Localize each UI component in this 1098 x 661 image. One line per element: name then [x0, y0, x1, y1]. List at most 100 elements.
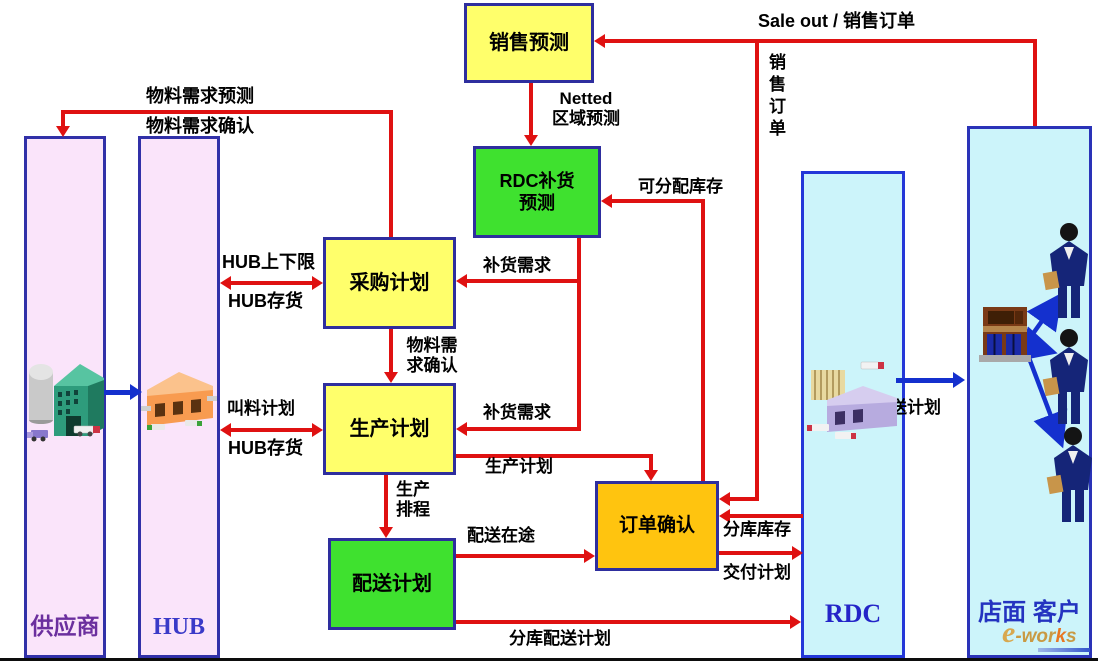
arrow-delivery-plan-head — [792, 546, 803, 560]
netted-line2: 区域预测 — [552, 109, 620, 129]
arrow-warehouse-inventory-head — [719, 509, 730, 523]
arrow-sale-out-line — [603, 39, 1037, 43]
e-works-logo-e: e — [1002, 616, 1016, 649]
e-works-logo-s: s — [1066, 626, 1077, 647]
arrow-hub-production-line — [229, 428, 315, 432]
arrow-sales-order-elbow — [728, 497, 759, 501]
arrow-allocatable-inventory-riser — [701, 199, 705, 481]
e-works-logo-wor: -wor — [1015, 626, 1056, 647]
rdc-forecast-line2: 预测 — [519, 193, 555, 213]
hub-warehouse-icon — [141, 372, 217, 430]
hub-inventory-lower-label: HUB存货 — [228, 438, 303, 458]
customer-person-icon-1 — [1042, 223, 1088, 318]
arrow-replenishment-spine — [577, 238, 581, 431]
arrow-production-schedule-head — [379, 527, 393, 538]
order-confirmation-box: 订单确认 — [595, 481, 719, 571]
storefront-icon — [979, 307, 1031, 362]
netted-line1: Netted — [559, 89, 613, 108]
netted-label: Netted 区域预测 — [540, 89, 632, 129]
material-call-plan-label: 叫料计划 — [227, 399, 295, 418]
arrow-delivery-plan-line — [719, 551, 793, 555]
arrow-netted-line — [529, 83, 533, 138]
rdc-forecast-line1: RDC补货 — [499, 170, 575, 191]
rdc-replenishment-forecast-box: RDC补货 预测 — [473, 146, 601, 238]
delivery-plan-label: 交付计划 — [723, 563, 791, 582]
arrow-replenishment-lower-line — [465, 427, 581, 431]
arrow-hub-procurement-line — [229, 281, 315, 285]
arrow-distribution-transit-head — [584, 549, 595, 563]
store-customer-column-label: 店面 客户 — [978, 599, 1081, 626]
material-confirm-line2: 求确认 — [406, 356, 458, 376]
factory-icon — [27, 364, 104, 442]
arrow-sales-order-vertical — [755, 43, 759, 501]
rdc-warehouse-icon — [807, 361, 897, 439]
arrow-production-order-drop — [649, 454, 653, 471]
arrow-store-customer-3 — [1023, 349, 1068, 449]
arrow-sales-order-head — [719, 492, 730, 506]
arrow-material-forecast-riser — [389, 112, 393, 237]
rdc-column-label: RDC — [824, 599, 882, 628]
replenishment-demand-upper-label: 补货需求 — [483, 256, 551, 275]
distribution-in-transit-label: 配送在途 — [467, 526, 535, 545]
arrow-material-forecast-drop — [61, 112, 65, 128]
hub-upper-lower-limit-label: HUB上下限 — [222, 252, 315, 272]
arrow-material-forecast-head — [56, 126, 70, 137]
branch-distribution-plan-label: 分库配送计划 — [509, 629, 611, 648]
distribution-plan-box: 配送计划 — [328, 538, 456, 630]
arrow-hub-procurement-head-left — [220, 276, 231, 290]
material-demand-confirmation-label: 物料需求确认 — [146, 116, 254, 136]
arrow-hub-production-head-right — [312, 423, 323, 437]
arrow-sale-out-drop — [1033, 39, 1037, 126]
arrow-production-order-head — [644, 470, 658, 481]
material-demand-confirm-label: 物料需 求确认 — [396, 336, 468, 376]
sales-order-vertical-label: 销售订单 — [766, 53, 786, 141]
arrow-allocatable-inventory-line — [610, 199, 705, 203]
arrow-replenishment-upper-head — [456, 274, 467, 288]
arrow-material-forecast-line — [61, 110, 393, 114]
supplier-column-label: 供应商 — [30, 613, 100, 639]
arrow-replenishment-lower-head — [456, 422, 467, 436]
arrow-warehouse-inventory-line — [728, 514, 803, 518]
production-schedule-line1: 生产 — [396, 480, 430, 499]
material-demand-forecast-label: 物料需求预测 — [146, 86, 254, 106]
arrow-production-order-line — [456, 454, 653, 458]
arrow-hub-production-head-left — [220, 423, 231, 437]
arrow-replenishment-upper-line — [465, 279, 581, 283]
allocatable-inventory-label: 可分配库存 — [638, 177, 723, 196]
arrow-procurement-production-head — [384, 372, 398, 383]
order-confirmation-label: 订单确认 — [618, 515, 695, 537]
arrow-rdc-to-store-head — [953, 372, 965, 388]
hub-inventory-upper-label: HUB存货 — [228, 291, 303, 311]
arrow-procurement-production-line — [389, 329, 393, 373]
arrow-hub-procurement-head-right — [312, 276, 323, 290]
procurement-plan-box: 采购计划 — [323, 237, 456, 329]
sales-forecast-label: 销售预测 — [489, 31, 569, 54]
distribution-plan-label: 配送计划 — [352, 572, 432, 595]
material-confirm-line1: 物料需 — [406, 336, 458, 355]
arrow-factory-to-hub-head — [130, 384, 142, 400]
arrow-netted-head — [524, 135, 538, 146]
arrow-branch-distribution-head — [790, 615, 801, 629]
production-schedule-line2: 排程 — [396, 500, 430, 520]
slide-bottom-border — [0, 658, 1098, 661]
customer-person-icon-2 — [1042, 329, 1088, 424]
arrow-distribution-transit-line — [456, 554, 585, 558]
sale-out-label: Sale out / 销售订单 — [758, 11, 916, 31]
branch-warehouse-inventory-label: 分库库存 — [723, 520, 791, 539]
arrow-rdc-to-store-line — [896, 378, 954, 383]
arrow-allocatable-inventory-head — [601, 194, 612, 208]
hub-column-label: HUB — [152, 614, 205, 640]
procurement-plan-label: 采购计划 — [349, 271, 430, 294]
e-works-logo-underline — [1038, 648, 1090, 652]
arrow-branch-distribution-line — [456, 620, 791, 624]
production-schedule-label: 生产 排程 — [388, 480, 438, 520]
sales-forecast-box: 销售预测 — [464, 3, 594, 83]
arrow-production-schedule-line — [384, 475, 388, 528]
replenishment-demand-lower-label: 补货需求 — [483, 403, 551, 422]
rdc-replenishment-forecast-label: RDC补货 预测 — [500, 170, 575, 215]
production-plan-out-label: 生产计划 — [485, 457, 553, 476]
production-plan-label: 生产计划 — [349, 417, 430, 440]
e-works-logo: e-works — [1002, 616, 1077, 650]
arrow-sale-out-head — [594, 34, 605, 48]
